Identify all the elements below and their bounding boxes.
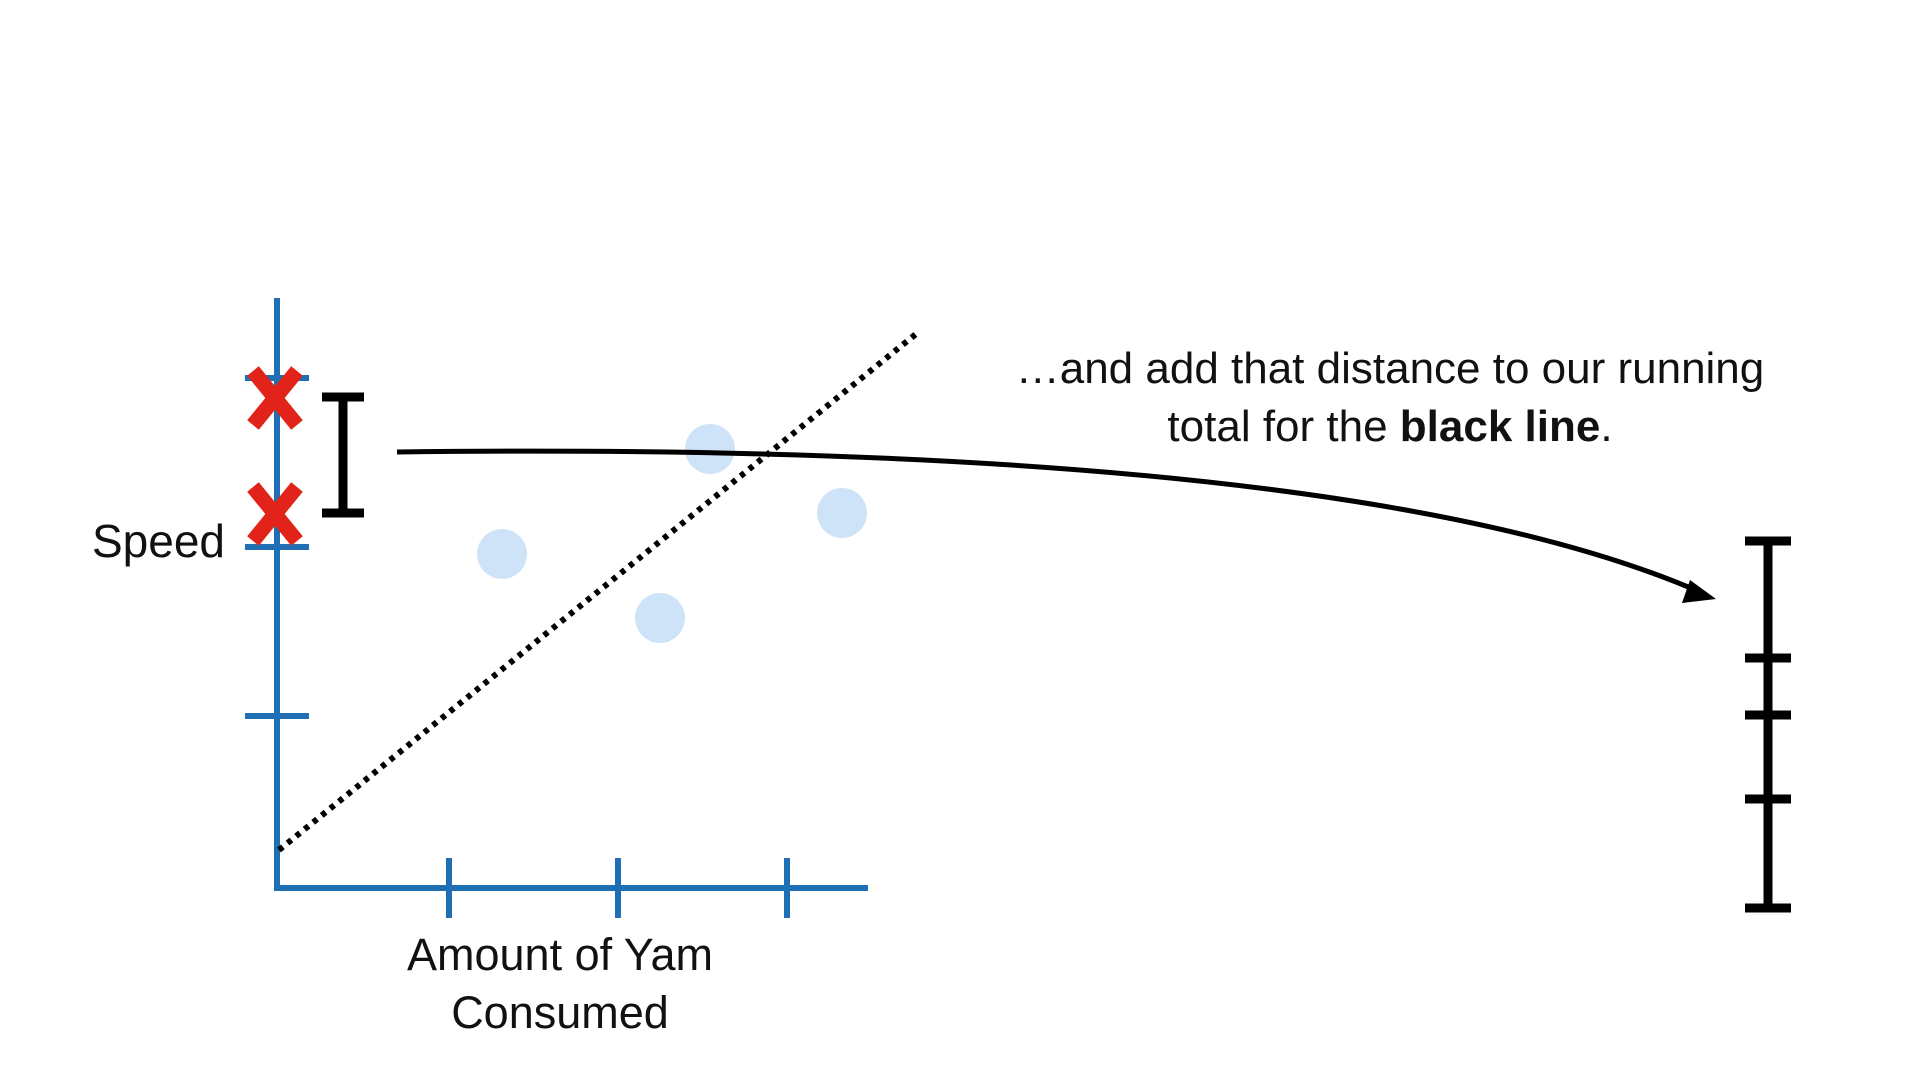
arrowhead-icon	[1682, 580, 1716, 603]
y-axis-label: Speed	[92, 515, 226, 567]
i-beam-bracket-icon	[322, 392, 364, 518]
caption-line2-suffix: .	[1600, 402, 1613, 451]
x-axis-label: Amount of Yam Consumed	[360, 926, 760, 1042]
red-x-icon	[247, 482, 303, 546]
running-total-stack	[1745, 536, 1791, 913]
caption-line2-prefix: total for the	[1167, 402, 1400, 451]
data-point	[477, 529, 527, 579]
caption-line2: total for the black line.	[960, 398, 1820, 456]
data-point	[635, 593, 685, 643]
data-point	[685, 424, 735, 474]
x-axis-label-line1: Amount of Yam	[407, 929, 713, 980]
dotted-fit-line	[277, 331, 918, 853]
caption-bold-term: black line	[1399, 402, 1601, 451]
curved-arrow-icon	[396, 448, 1701, 595]
caption-line1: …and add that distance to our running	[1015, 344, 1765, 393]
data-point	[817, 488, 867, 538]
caption-text: …and add that distance to our running to…	[960, 340, 1820, 456]
red-x-icon	[247, 366, 303, 430]
x-axis-label-line2: Consumed	[451, 987, 669, 1038]
